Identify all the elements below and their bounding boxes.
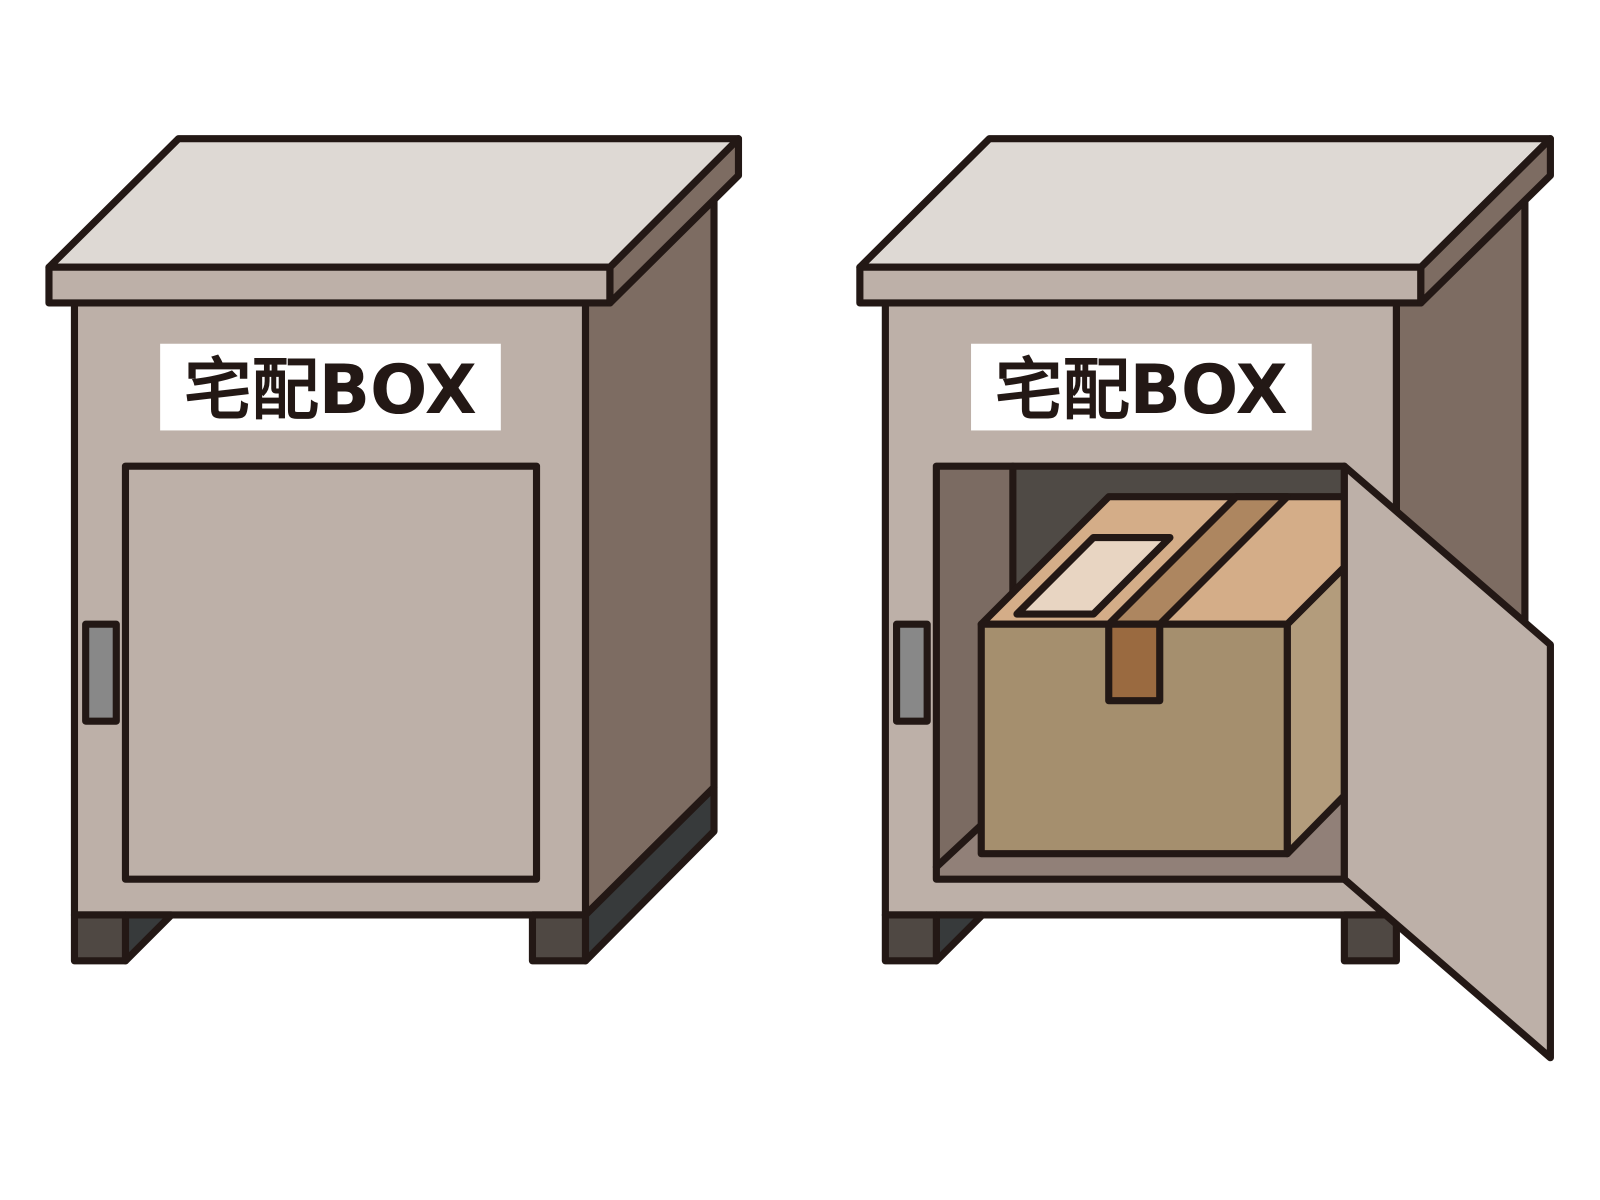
door-closed[interactable] — [121, 462, 541, 883]
base-shadow — [932, 911, 986, 965]
roof-side — [606, 135, 743, 307]
door-open[interactable] — [1340, 462, 1554, 1062]
leg-right — [528, 911, 590, 965]
base-shadow — [121, 911, 175, 965]
label-plate — [160, 343, 501, 431]
label-plate — [971, 343, 1312, 431]
parcel[interactable] — [977, 493, 1348, 858]
leg-right — [1340, 911, 1400, 965]
leg-left — [881, 911, 940, 965]
roof-front — [856, 263, 1425, 307]
leg-left — [70, 911, 130, 965]
shipping-label — [1013, 533, 1174, 618]
delivery-box-open: 宅配BOX — [856, 135, 1554, 1062]
parcel-tape-front — [1105, 620, 1164, 705]
roof-front — [45, 263, 614, 307]
door-handle[interactable] — [893, 620, 931, 725]
roof-side — [1417, 135, 1554, 307]
door-handle[interactable] — [82, 620, 120, 725]
box-label: 宅配BOX — [184, 351, 477, 429]
delivery-box-closed: 宅配BOX — [45, 135, 743, 965]
box-label: 宅配BOX — [995, 351, 1288, 429]
